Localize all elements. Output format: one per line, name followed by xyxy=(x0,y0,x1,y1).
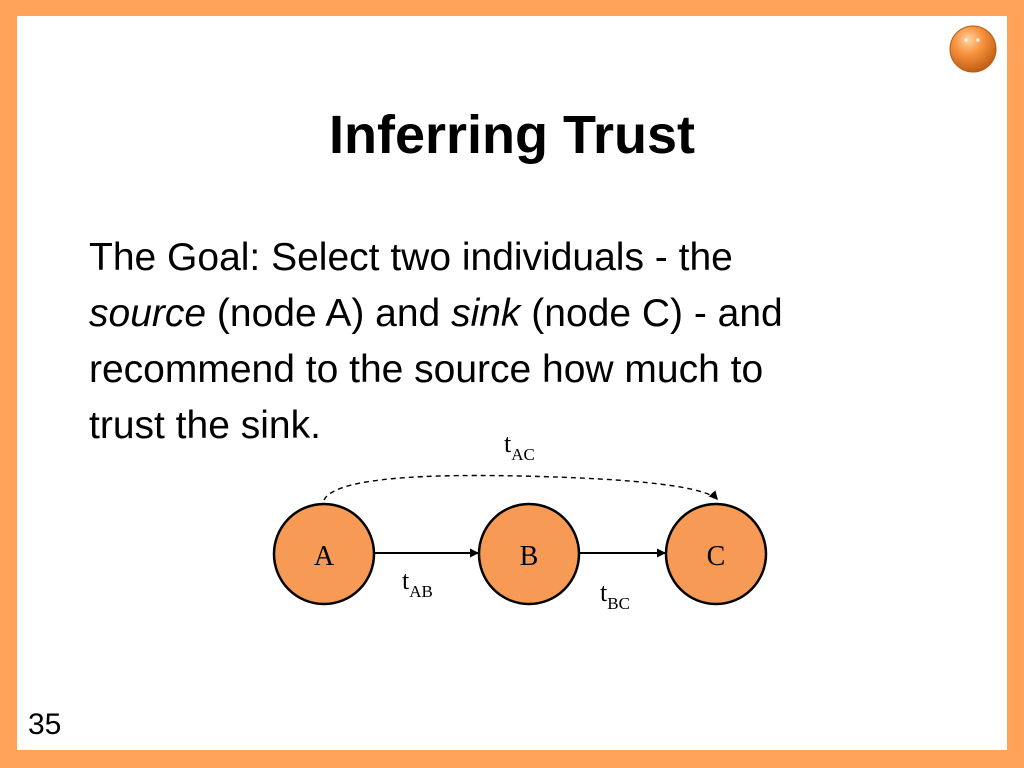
sink-term: sink xyxy=(451,292,521,335)
body-line-3: recommend to the source how much to xyxy=(89,348,764,391)
body-line-2: source (node A) and sink (node C) - and xyxy=(89,286,949,342)
page-number: 35 xyxy=(28,708,62,741)
slide-canvas xyxy=(17,16,1007,750)
orange-sphere-logo-icon xyxy=(949,25,997,73)
slide-body-text: The Goal: Select two individuals - the s… xyxy=(89,230,949,454)
body-line-1: The Goal: Select two individuals - the xyxy=(89,236,733,279)
slide-title: Inferring Trust xyxy=(328,105,696,165)
body-line-2-mid-1: (node A) and xyxy=(206,292,452,335)
source-term: source xyxy=(89,292,207,335)
body-line-2-mid-2: (node C) - and xyxy=(520,292,783,335)
body-line-4: trust the sink. xyxy=(89,404,321,447)
